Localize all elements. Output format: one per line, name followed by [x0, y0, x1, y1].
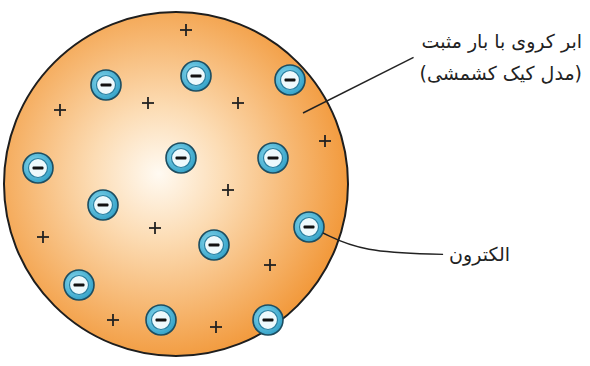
minus-sign — [191, 74, 202, 77]
electron-shell — [258, 143, 288, 173]
electron-symbol — [181, 61, 211, 91]
electron-symbol — [166, 143, 196, 173]
electron-symbol — [199, 230, 229, 260]
electron-core — [152, 311, 171, 330]
electron-symbol — [23, 153, 53, 183]
electron-core — [172, 149, 191, 168]
plus-bar — [215, 321, 217, 333]
electron-core — [281, 71, 300, 90]
electron-core — [29, 159, 48, 178]
electron-symbol — [91, 70, 121, 100]
plus-bar — [185, 24, 187, 36]
leader-lines — [303, 57, 443, 254]
plus-bar — [227, 184, 229, 196]
plus-sign — [232, 97, 244, 109]
plus-bar — [112, 314, 114, 326]
minus-sign — [33, 166, 44, 169]
minus-sign — [209, 243, 220, 246]
plus-bar — [59, 104, 61, 116]
electron-core — [94, 196, 113, 215]
plus-sign — [142, 97, 154, 109]
plus-sign — [37, 231, 49, 243]
plus-bar — [269, 259, 271, 271]
electrons — [23, 61, 324, 335]
plus-sign — [210, 321, 222, 333]
electron-symbol — [253, 305, 283, 335]
electron-core — [205, 236, 224, 255]
plus-bar — [324, 135, 326, 147]
minus-sign — [304, 225, 315, 228]
minus-sign — [263, 318, 274, 321]
electron-shell — [199, 230, 229, 260]
plus-sign — [222, 184, 234, 196]
electron-shell — [64, 270, 94, 300]
plus-sign — [107, 314, 119, 326]
minus-sign — [74, 283, 85, 286]
electron-symbol — [88, 190, 118, 220]
electron-core — [97, 76, 116, 95]
leader-line — [323, 233, 443, 254]
electron-shell — [166, 143, 196, 173]
plus-sign — [264, 259, 276, 271]
electron-shell — [146, 305, 176, 335]
plus-sign — [180, 24, 192, 36]
minus-sign — [101, 83, 112, 86]
cloud-label: ابر کروی با بار مثبت — [422, 30, 582, 53]
electron-shell — [88, 190, 118, 220]
plus-bar — [42, 231, 44, 243]
electron-shell — [275, 65, 305, 95]
electron-symbol — [146, 305, 176, 335]
electron-shell — [294, 212, 324, 242]
electron-symbol — [294, 212, 324, 242]
plus-sign — [319, 135, 331, 147]
minus-sign — [98, 203, 109, 206]
electron-core — [300, 218, 319, 237]
plus-sign — [54, 104, 66, 116]
electron-shell — [181, 61, 211, 91]
cloud-label: (مدل کیک کشمشی) — [420, 62, 582, 85]
leader-line — [303, 57, 414, 113]
minus-sign — [176, 156, 187, 159]
plus-bar — [147, 97, 149, 109]
plus-charges — [37, 24, 331, 333]
plus-bar — [237, 97, 239, 109]
electron-shell — [253, 305, 283, 335]
minus-sign — [268, 156, 279, 159]
electron-core — [70, 276, 89, 295]
electron-symbol — [258, 143, 288, 173]
positive-cloud — [4, 12, 348, 356]
minus-sign — [156, 318, 167, 321]
electron-core — [264, 149, 283, 168]
plus-sign — [149, 222, 161, 234]
electron-shell — [23, 153, 53, 183]
electron-core — [187, 67, 206, 86]
electron-label: الکترون — [449, 243, 510, 266]
electron-symbol — [275, 65, 305, 95]
plus-bar — [154, 222, 156, 234]
electron-symbol — [64, 270, 94, 300]
electron-shell — [91, 70, 121, 100]
minus-sign — [285, 78, 296, 81]
electron-core — [259, 311, 278, 330]
